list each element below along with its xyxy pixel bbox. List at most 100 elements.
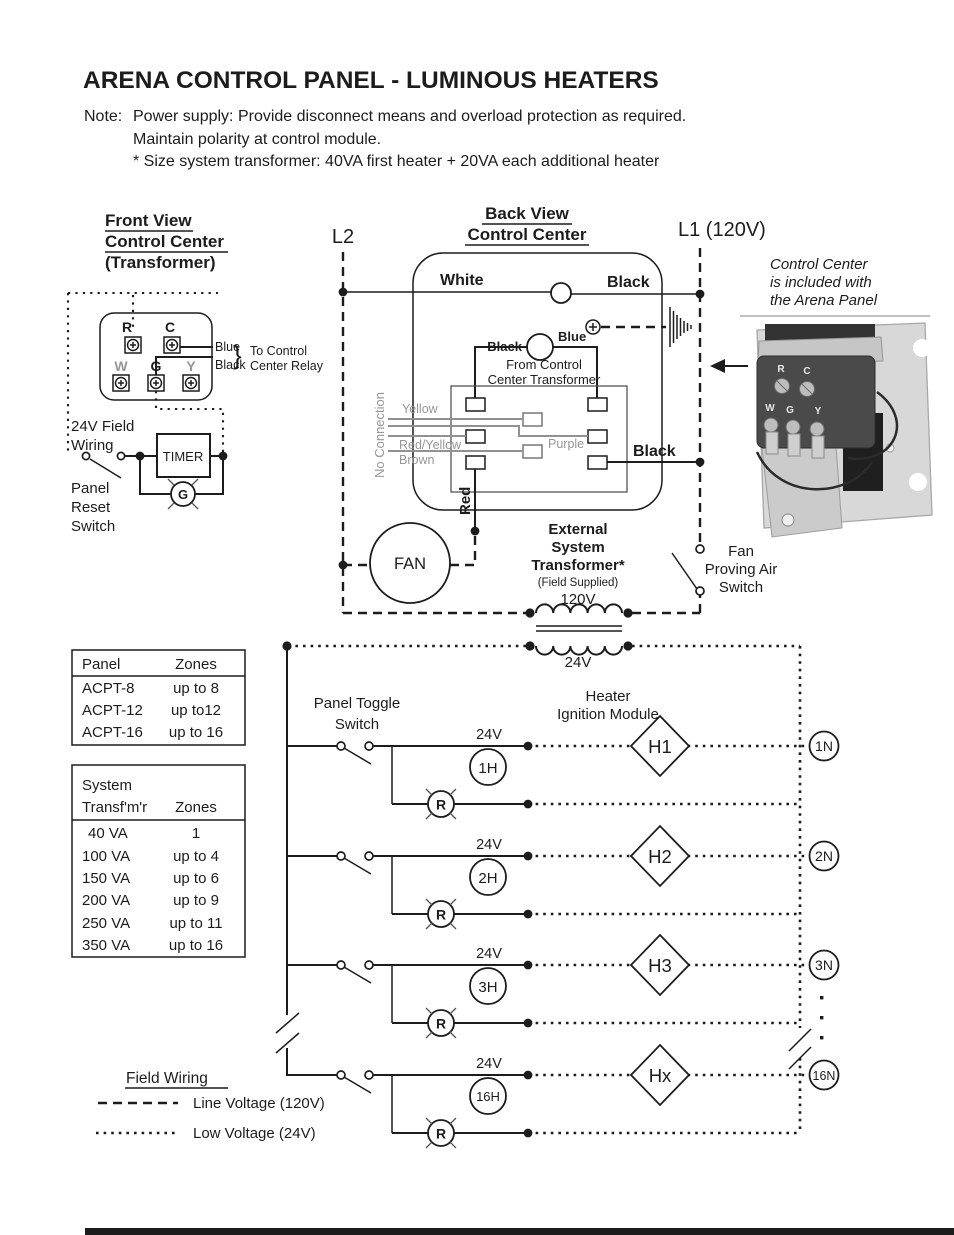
note-line-3: * Size system transformer: 40VA first he… [133, 153, 660, 170]
table-cell: up to 16 [169, 937, 223, 954]
toggle-switch-contact [364, 741, 374, 751]
table-cell: 1 [192, 825, 200, 842]
neutral-label: 2N [815, 848, 833, 864]
ignition-module-diamond [629, 714, 691, 778]
junction-dot [695, 289, 705, 299]
fan-switch-label-3: Switch [719, 579, 763, 596]
fan-circle [369, 522, 451, 604]
table-cell: ACPT-16 [82, 724, 143, 741]
ignition-module-diamond [629, 1043, 691, 1107]
fan-label: FAN [394, 555, 426, 573]
red-yellow-label: Red/Yellow [399, 438, 462, 452]
heater-zone-2: 24V 2H R H2 2N [287, 824, 840, 930]
black-right-label: Black [633, 443, 676, 460]
toggle-switch-contact [336, 741, 346, 751]
table-cell: ACPT-8 [82, 680, 135, 697]
heater-lamp [469, 967, 507, 1005]
panel-zones-table: Panel Zones ACPT-8 up to 8 ACPT-12 up to… [71, 649, 246, 746]
zone-voltage: 24V [476, 1056, 502, 1072]
toggle-switch-blade [343, 857, 372, 875]
junction-dot [695, 457, 705, 467]
left-24v-bus-lower [286, 1048, 337, 1076]
ignition-module-diamond [629, 824, 691, 888]
neutral-label: 3N [815, 957, 833, 973]
white-label: White [440, 272, 484, 289]
front-view-section: Front View Control Center (Transformer) … [66, 211, 324, 535]
heater-zone-3: 24V 3H R H3 3N [287, 933, 840, 1039]
ext-transformer-subtitle: (Field Supplied) [538, 577, 619, 589]
front-black-label: Black [215, 358, 246, 372]
legend-title: Field Wiring [126, 1070, 208, 1087]
toggle-switch-blade [343, 747, 372, 765]
relay-lamp: R [425, 898, 457, 930]
panel-table-col2-header: Zones [175, 656, 217, 673]
heater-lamp [469, 1077, 507, 1115]
toggle-switch-blade [343, 1076, 372, 1094]
reset-label-1: Panel [71, 480, 109, 497]
table-cell: up to12 [171, 702, 221, 719]
table-cell: 250 VA [82, 915, 130, 932]
brown-label: Brown [399, 453, 434, 467]
red-label: Red [457, 487, 474, 515]
control-center-photo: R C W G Y [755, 322, 933, 538]
relay-lamp: R [425, 1007, 457, 1039]
table-cell: 150 VA [82, 870, 130, 887]
relay-note-2: Center Relay [250, 359, 324, 373]
zone-ellipsis [820, 996, 824, 1040]
reset-label-3: Switch [71, 518, 115, 535]
front-view-title-1: Front View [105, 211, 192, 230]
front-blue-label: Blue [215, 340, 240, 354]
transf-table-header-2: Transf'm'r [82, 799, 147, 816]
neutral-terminal [808, 1059, 840, 1091]
toggle-switch-contact [364, 1070, 374, 1080]
ext-transformer-title-1: External [548, 521, 607, 538]
note-label: Note: [84, 108, 122, 125]
no-connection-wires [388, 418, 588, 452]
toggle-switch-contact [336, 960, 346, 970]
table-cell: up to 8 [173, 680, 219, 697]
legend: Field Wiring Line Voltage (120V) Low Vol… [96, 1070, 325, 1142]
back-view-title-1: Back View [485, 204, 570, 223]
table-cell: up to 9 [173, 892, 219, 909]
blue-inner-wire [553, 346, 598, 398]
panel-toggle-label-2: Switch [335, 716, 379, 733]
table-cell: ACPT-12 [82, 702, 143, 719]
table-cell: 40 VA [88, 825, 128, 842]
neutral-terminal [808, 730, 840, 762]
front-view-title-2: Control Center [105, 232, 224, 251]
screw-terminal-c [163, 336, 181, 354]
primary-voltage-label: 120V [560, 591, 595, 608]
table-cell: up to 6 [173, 870, 219, 887]
black-inner-wire [474, 346, 528, 398]
relay-lamp: R [425, 1117, 457, 1149]
neutral-terminal [808, 949, 840, 981]
neutral-terminal [808, 840, 840, 872]
photo-section: Control Center is included with the Aren… [710, 256, 933, 538]
screw-terminal-y [182, 374, 200, 392]
relay-lamp-label: R [436, 797, 446, 813]
table-cell: 100 VA [82, 848, 130, 865]
timer-label: TIMER [163, 449, 203, 464]
terminal-block [450, 385, 628, 493]
table-cell: up to 11 [169, 915, 222, 932]
zone-voltage: 24V [476, 946, 502, 962]
relay-lamp-label: R [436, 1126, 446, 1142]
terminal-label-w: W [114, 358, 128, 374]
toggle-switch-contact [364, 851, 374, 861]
screw-terminal-g [147, 374, 165, 392]
photo-terminal-w: W [765, 403, 775, 414]
module-label: H2 [648, 846, 672, 867]
panel-reset-switch [81, 451, 126, 479]
ext-transformer-title-2: System [551, 539, 604, 556]
secondary-voltage-label: 24V [565, 654, 592, 671]
left-arrow-icon [710, 359, 748, 373]
panel-toggle-label-1: Panel Toggle [314, 695, 400, 712]
photo-terminal-g: G [786, 405, 794, 416]
ignition-module-diamond [629, 933, 691, 997]
terminal-label-c: C [165, 319, 175, 335]
table-cell: up to 4 [173, 848, 219, 865]
terminal-label-y: Y [186, 358, 196, 374]
toggle-switch-blade [343, 966, 372, 984]
